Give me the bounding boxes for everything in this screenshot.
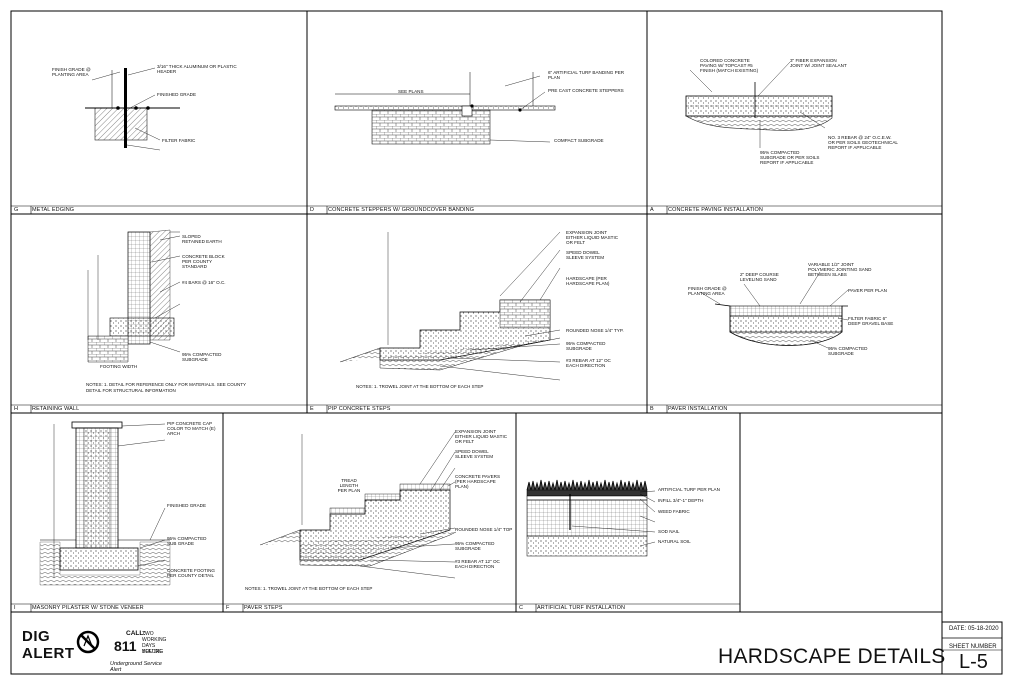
callout-c4: SOD NAIL: [658, 529, 680, 534]
callout-b1: VARIABLE 1/2" JOINT POLYMERIC JOINTING S…: [808, 262, 872, 278]
callout-f6: #3 REBAR AT 12" OC EACH DIRECTION: [455, 559, 500, 570]
callout-f5: 95% COMPACTED SUBGRADE: [455, 541, 495, 552]
note-f: NOTES: 1. TROWEL JOINT AT THE BOTTOM OF …: [245, 586, 373, 591]
callout-c2: INFILL 3/4"-1" DEPTH: [658, 498, 704, 503]
callout-f4: ROUNDED NOSE 1/4" TOP: [455, 527, 513, 532]
callout-h1: SLOPED RETAINED EARTH: [182, 234, 222, 245]
callout-f2: SPEED DOWEL SLEEVE SYSTEM: [455, 449, 494, 460]
note-e: NOTES: 1. TROWEL JOINT AT THE BOTTOM OF …: [356, 384, 484, 389]
sheet-number-label: SHEET NUMBER: [949, 644, 997, 650]
callout-d2: PRE CAST CONCRETE STEPPERS: [548, 88, 624, 93]
callout-b2: 2" DEEP COURSE LEVELING SAND: [740, 272, 779, 283]
sheet-date: DATE: 05-18-2020: [949, 626, 999, 632]
callout-h3: #4 BARS @ 16" O.C.: [182, 280, 226, 285]
sheet-number: L-5: [959, 651, 988, 673]
callout-d1: 6" ARTIFICIAL TURF BANDING PER PLAN: [548, 70, 625, 81]
callout-i3: 95% COMPACTED SUB GRADE: [167, 536, 207, 547]
dig-alert-line2: WORKING: [142, 637, 167, 643]
callout-i4: CONCRETE FOOTING PER COUNTY DETAIL: [167, 568, 215, 579]
dig-alert-word-dig: DIG: [22, 628, 51, 645]
artificial-turf-drawing: [526, 479, 656, 557]
concrete-paving-drawing: [684, 61, 833, 148]
masonry-pilaster-drawing: [39, 421, 171, 586]
callout-a4: 95% COMPACTED SUBGRADE OR PER SOILS REPO…: [760, 150, 820, 166]
callout-g1: FINISH GRADE @ PLANTING AREA: [52, 67, 91, 78]
callout-b4: PAVER PER PLAN: [848, 288, 887, 293]
callout-g4: FILTER FABRIC: [162, 138, 196, 143]
callout-g2: 3/16" THICK ALUMINUM OR PLASTIC HEADER: [157, 64, 237, 75]
dig-alert-word-alert: ALERT: [22, 645, 75, 662]
callout-e1: EXPANSION JOINT EITHER LIQUID MASTIC OR …: [566, 230, 619, 246]
dig-alert-line1: TWO: [142, 631, 154, 637]
callout-h4: FOOTING WIDTH: [100, 364, 138, 369]
callout-e3: HARDSCAPE (PER HARDSCAPE PLAN): [566, 276, 610, 287]
dig-alert-line3: DAYS BEFORE: [142, 643, 163, 655]
callout-i2: FINISHED GRADE: [167, 503, 207, 508]
callout-a2: 3" FIBER EXPANSION JOINT W/ JOINT SEALAN…: [790, 58, 847, 69]
callout-c5: NATURAL SOIL: [658, 539, 691, 544]
sheet-title: HARDSCAPE DETAILS: [718, 645, 946, 668]
retaining-wall-drawing: [87, 229, 181, 363]
callout-e5: 95% COMPACTED SUBGRADE: [566, 341, 606, 352]
callout-g3: FINISHED GRADE: [157, 92, 197, 97]
callout-d3: SEE PLANS: [398, 89, 424, 94]
pip-concrete-steps-drawing: [339, 231, 561, 381]
callout-i1: PIP CONCRETE CAP COLOR TO MATCH (E) ARCH: [167, 421, 216, 437]
callout-f3: CONCRETE PAVERS (PER HARDSCAPE PLAN): [455, 474, 501, 490]
callout-e4: ROUNDED NOSE 1/4" TYP.: [566, 328, 624, 333]
callout-d4: COMPACT SUBGRADE: [554, 138, 604, 143]
date-value: 05-18-2020: [967, 626, 999, 632]
callout-h5: 95% COMPACTED SUBGRADE: [182, 352, 222, 363]
paver-installation-drawing: [699, 271, 849, 349]
dig-alert-call: CALL:: [126, 630, 146, 637]
callout-f1: EXPANSION JOINT EITHER LIQUID MASTIC OR …: [455, 429, 508, 445]
date-label: DATE:: [949, 626, 967, 632]
dig-alert-org: Underground Service Alert: [110, 661, 162, 673]
callout-a3: NO. 3 REBAR @ 24" O.C.E.W. OR PER SOILS …: [828, 135, 898, 151]
dig-alert-block: DIG ALERT CALL: 811 TWO WORKING DAYS BEF…: [22, 628, 172, 673]
paver-steps-drawing: [259, 431, 457, 579]
dig-alert-logo: [76, 630, 100, 654]
callout-f7: TREAD LENGTH PER PLAN: [337, 478, 361, 494]
callout-b6: 95% COMPACTED SUBGRADE: [828, 346, 868, 357]
note-h: NOTES: 1. DETAIL FOR REFERENCE ONLY FOR …: [86, 382, 246, 393]
callout-c1: ARTIFICIAL TURF PER PLAN: [658, 487, 720, 492]
callout-a1: COLORED CONCRETE PAVING W/ TOPCAST #5 FI…: [700, 58, 759, 74]
callout-e2: SPEED DOWEL SLEEVE SYSTEM: [566, 250, 605, 261]
callout-c3: WEED FABRIC: [658, 509, 690, 514]
dig-alert-number: 811: [114, 638, 137, 654]
callout-e6: #3 REBAR AT 12" OC EACH DIRECTION: [566, 358, 611, 369]
dig-alert-line4: YOU DIG: [142, 649, 164, 655]
concrete-steppers-drawing: [334, 72, 556, 145]
callout-b3: FINISH GRADE @ PLANTING AREA: [688, 286, 727, 297]
metal-edging-drawing: [85, 67, 180, 151]
callout-h2: CONCRETE BLOCK PER COUNTY STANDARD: [182, 254, 225, 270]
callout-b5: FILTER FABRIC 6" DEEP GRAVEL BASE: [848, 316, 894, 327]
